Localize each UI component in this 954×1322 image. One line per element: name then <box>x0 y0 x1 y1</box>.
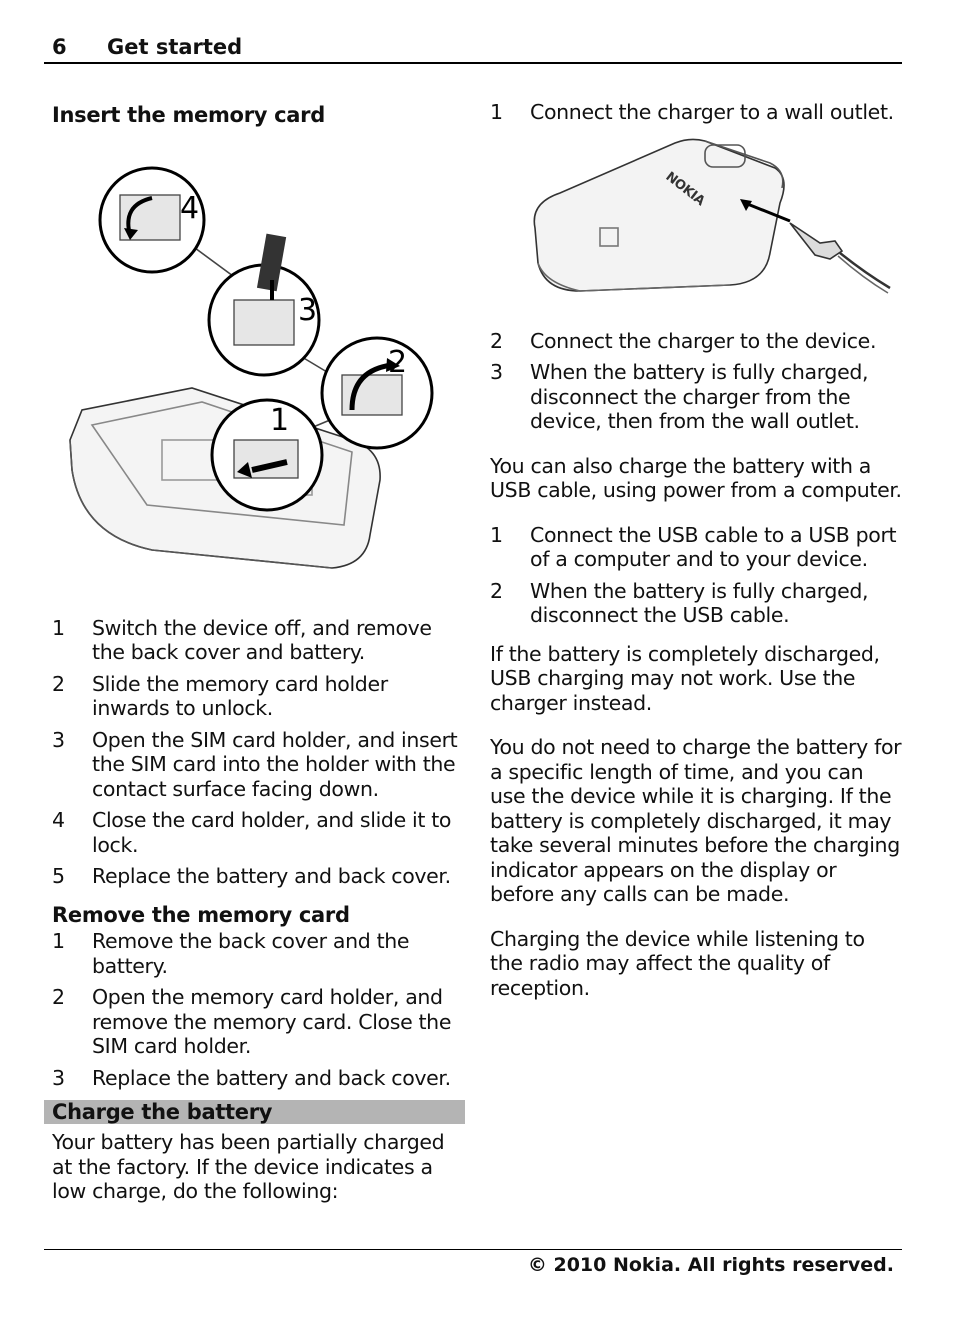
remove-card-heading: Remove the memory card <box>52 902 350 927</box>
charger-cable <box>839 251 891 289</box>
copyright-text: © 2010 Nokia. All rights reserved. <box>527 1254 894 1276</box>
page-footer: © 2010 Nokia. All rights reserved. <box>44 1249 902 1276</box>
charger-connection-illustration: NOKIA <box>533 138 891 294</box>
figure-label-4: 4 <box>180 191 199 226</box>
charge-battery-heading: Charge the battery <box>44 1100 465 1124</box>
phone-back <box>533 138 785 292</box>
charge-intro: Your battery has been partially charged … <box>52 1130 445 1203</box>
insert-card-illustration: 4 3 2 1 <box>69 166 434 569</box>
insert-arrow <box>744 201 791 222</box>
charge-intro-block: Your battery has been partially charged … <box>52 1130 465 1204</box>
figure-label-3: 3 <box>298 293 317 328</box>
phone-side <box>69 439 333 569</box>
discharged-note: If the battery is completely discharged,… <box>490 641 880 715</box>
charge-time-note: You do not need to charge the battery fo… <box>490 735 902 906</box>
charger-plug <box>789 221 844 260</box>
section-title: Get started <box>107 35 243 59</box>
detail-circle-2 <box>320 336 434 449</box>
left-column: Insert the memory card <box>52 100 465 1097</box>
insert-card-heading: Insert the memory card <box>52 103 325 127</box>
detail-circle-1 <box>210 398 324 511</box>
radio-note: Charging the device while listening to t… <box>490 926 865 1000</box>
usb-intro: You can also charge the battery with a U… <box>490 453 902 503</box>
detail-circle-4 <box>98 166 206 273</box>
figure-label-2: 2 <box>388 345 407 380</box>
figure-label-1: 1 <box>270 403 289 438</box>
page-number: 6 <box>52 35 67 59</box>
detail-circle-3 <box>207 233 321 376</box>
page-header: 6 Get started <box>44 32 902 64</box>
